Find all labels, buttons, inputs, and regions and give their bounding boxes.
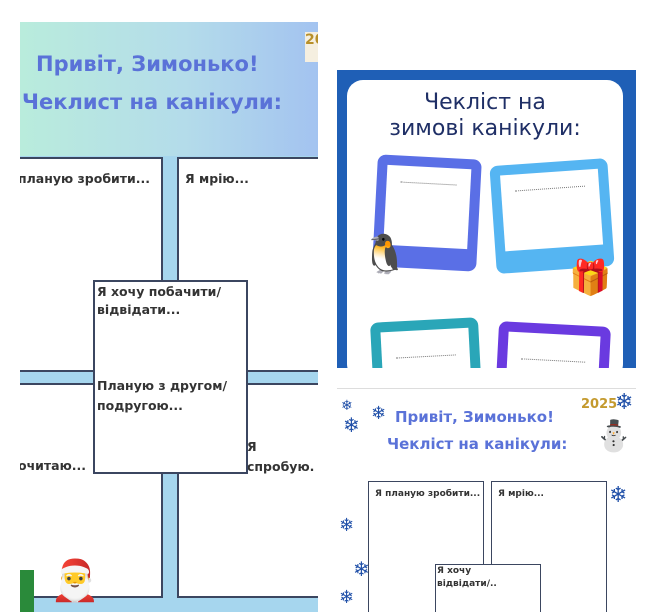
snowflake-icon: ❄ [371,403,387,424]
inner-panel: Чекліст на зимові канікули: 🐧 🎁 [347,80,623,368]
box-try-label-2: спробую. [247,459,315,474]
snowflake-icon: ❄ [353,557,370,581]
snowflake-icon: ❄ [609,483,628,508]
box-want-label-2: відвідати... [97,302,181,317]
box-want-label-1: Я хочу [437,566,472,576]
box-center: Я хочу відвідати/.. [435,564,541,612]
gift-icon: 🎁 [569,258,612,298]
box-try-label-1: Я [247,439,257,454]
box-friend-label-2: подругою... [97,398,183,413]
snowflake-icon: ❄ [615,390,634,415]
box-dream-label: Я мрію... [498,489,544,499]
box-want-label-2: відвідати/.. [437,579,497,589]
title-line-2: Чекліст на канікули: [387,435,568,453]
snowflake-icon: ❄ [339,515,355,536]
box-friend-label-1: Планую з другом/ [97,378,228,393]
year-badge: 2025 [581,397,618,412]
photo-frame-purple [494,321,612,368]
title-line-1: Чекліст на [424,90,546,115]
year-badge: 20 [305,32,318,62]
title-line-1: Привіт, Зимонько! [395,408,554,426]
snowflake-icon: ❄ [343,413,360,437]
snowman-icon: ⛄ [595,419,633,454]
box-plan-label: Я планую зробити... [375,489,481,499]
box-dream-label: Я мрію... [185,171,249,186]
photo-frame-lightblue [489,158,615,274]
title-line-2: зимові канікули: [389,116,581,141]
santa-icon: 🎅 [50,558,100,604]
header-banner: Привіт, Зимонько! Чеклист на канікули: 2… [20,22,318,156]
box-want-label-1: Я хочу побачити/ [97,284,222,299]
photo-frame-teal [369,317,483,368]
snowflake-icon: ❄ [341,398,353,414]
box-center: Я хочу побачити/ відвідати... Планую з д… [93,280,248,474]
box-read-label: очитаю... [20,458,87,473]
penguin-icon: 🐧 [361,232,409,276]
snowflake-icon: ❄ [339,587,355,608]
title-line-1: Привіт, Зимонько! [36,52,259,76]
tree-icon [20,570,34,612]
checklist-image-3[interactable]: Привіт, Зимонько! Чекліст на канікули: 2… [337,388,636,612]
title-line-2: Чеклист на канікули: [22,90,283,114]
box-plan-label: планую зробити... [20,171,151,186]
box-plan: планую зробити... [20,157,163,372]
checklist-image-2[interactable]: Чекліст на зимові канікули: 🐧 🎁 [337,70,636,368]
checklist-image-1[interactable]: Привіт, Зимонько! Чеклист на канікули: 2… [20,22,318,612]
